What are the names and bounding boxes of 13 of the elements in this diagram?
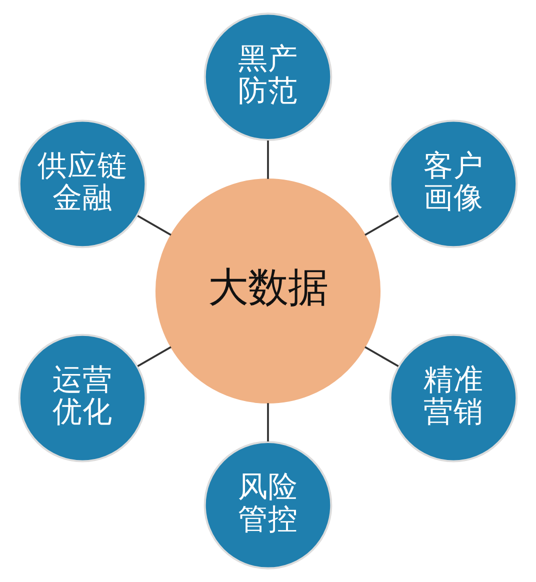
node-circle: 黑产防范 — [204, 12, 332, 142]
connector — [267, 403, 269, 442]
connector — [267, 140, 269, 179]
connector — [137, 214, 172, 236]
connector — [364, 346, 399, 368]
node-circle: 供应链金融 — [18, 120, 147, 248]
node-circle: 运营优化 — [18, 334, 147, 462]
node-circle: 大数据 — [155, 178, 381, 404]
node-circle: 风险管控 — [204, 440, 332, 570]
node-circle: 精准营销 — [389, 334, 518, 462]
node-circle: 客户画像 — [389, 120, 518, 248]
connector — [364, 214, 399, 236]
connector — [137, 346, 172, 368]
